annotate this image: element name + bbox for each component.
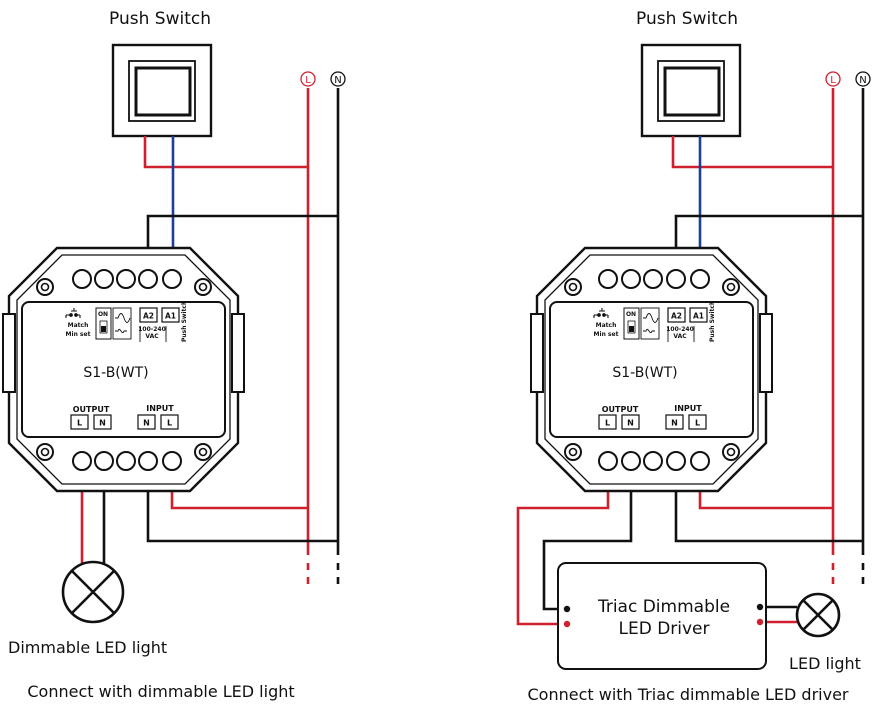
- controller-module: Match Min set ON A2 A1 100-240 VAC Pu: [2, 246, 245, 493]
- switch-line-wire: [671, 136, 833, 169]
- svg-text:L: L: [830, 75, 836, 86]
- bus-l-marker: L: [825, 71, 841, 87]
- input-label: INPUT: [674, 404, 702, 413]
- driver-output-pos-dot: [756, 618, 764, 626]
- a1-label: A1: [165, 312, 176, 321]
- push-switch-label: Push Switch: [109, 9, 211, 29]
- controller-module: Match Min set ON A2 A1 100-240 VAC Push …: [530, 246, 773, 493]
- push-switch: [640, 43, 742, 138]
- driver-label-line1: Triac Dimmable: [597, 597, 730, 617]
- bus-l-marker: L: [300, 71, 316, 87]
- input-l-label: L: [167, 419, 172, 428]
- input-label: INPUT: [146, 404, 174, 413]
- dimming-curve-icon: [640, 307, 660, 340]
- bus-n-marker: N: [330, 71, 346, 87]
- load-label: LED light: [789, 654, 861, 673]
- match-label: Match: [596, 322, 617, 329]
- input-n-label: N: [671, 419, 678, 428]
- svg-text:ON: ON: [98, 311, 108, 318]
- push-switch-vertical-label: Push Switch: [709, 301, 716, 342]
- a2-label: A2: [671, 312, 682, 321]
- svg-text:N: N: [859, 75, 866, 86]
- bus-n-marker: N: [855, 71, 871, 87]
- dimming-curve-icon: [112, 307, 132, 340]
- input-n-label: N: [143, 419, 150, 428]
- caption: Connect with Triac dimmable LED driver: [527, 685, 848, 704]
- model-label: S1-B(WT): [83, 365, 148, 381]
- driver-input-n-dot: [563, 605, 571, 613]
- input-l-label: L: [695, 419, 700, 428]
- a1-label: A1: [693, 312, 704, 321]
- out-l-wire: [516, 462, 610, 626]
- output-label: OUTPUT: [602, 405, 639, 414]
- match-button-icon: [65, 308, 81, 318]
- output-l-label: L: [77, 419, 82, 428]
- svg-text:L: L: [305, 75, 311, 86]
- driver-label-line2: LED Driver: [618, 619, 709, 639]
- push-switch: [111, 43, 213, 138]
- diagram-right: Push Switch L N: [516, 9, 871, 704]
- model-label: S1-B(WT): [612, 365, 677, 381]
- driver-output-neg-dot: [756, 603, 764, 611]
- output-n-label: N: [627, 419, 634, 428]
- match-button-icon: [593, 308, 609, 318]
- screw-icon: [564, 278, 740, 461]
- svg-text:N: N: [334, 75, 341, 86]
- vac-range-label: 100-240: [138, 326, 166, 333]
- min-set-label: Min set: [594, 331, 619, 338]
- output-l-label: L: [605, 419, 610, 428]
- svg-text:ON: ON: [626, 311, 636, 318]
- min-set-label: Min set: [66, 331, 91, 338]
- wires-right: [516, 88, 865, 626]
- push-switch-label: Push Switch: [636, 9, 738, 29]
- bottom-terminals: [598, 451, 710, 471]
- dip-switch-icon: ON: [95, 307, 112, 340]
- screw-icon: [36, 278, 212, 461]
- vac-range-label: 100-240: [666, 326, 694, 333]
- driver-input-l-dot: [563, 620, 571, 628]
- push-switch-vertical-label: Push Switch: [181, 301, 188, 342]
- lamp-icon: [795, 592, 841, 638]
- match-label: Match: [68, 322, 89, 329]
- caption: Connect with dimmable LED light: [27, 682, 294, 701]
- switch-line-wire: [143, 136, 308, 169]
- out-n-wire: [542, 462, 633, 611]
- top-terminals: [72, 269, 182, 289]
- bottom-terminals: [72, 451, 182, 471]
- vac-unit-label: VAC: [145, 333, 159, 340]
- top-terminals: [598, 269, 710, 289]
- dip-switch-icon: ON: [623, 307, 640, 340]
- triac-led-driver: Triac Dimmable LED Driver: [557, 562, 767, 670]
- lamp-icon: [61, 560, 125, 624]
- output-label: OUTPUT: [73, 405, 110, 414]
- vac-unit-label: VAC: [673, 333, 687, 340]
- diagram-left: Push Switch L N: [2, 9, 346, 701]
- output-n-label: N: [99, 419, 106, 428]
- load-label: Dimmable LED light: [8, 638, 167, 657]
- a2-label: A2: [143, 312, 154, 321]
